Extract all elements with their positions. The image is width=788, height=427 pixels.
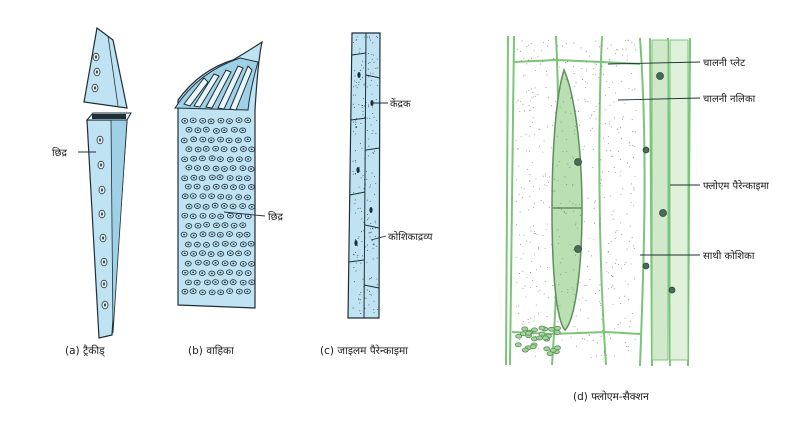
caption-vessel: (b) वाहिका [188, 345, 234, 357]
sieve-plate-label: चालनी प्लेट [703, 58, 746, 69]
caption-xylem-parenchyma: (c) जाइलम पैरेन्काइमा [320, 345, 409, 357]
caption-tracheid: (a) ट्रैकीड् [65, 345, 105, 357]
phloem-parenchyma-label: फ्लोएम पैरेन्काइमा [703, 181, 770, 192]
companion-cell-label: साथी कोशिका [703, 251, 755, 262]
vessel-pit-label: छिद्र [268, 212, 283, 223]
phloem-section-drawing [505, 34, 692, 367]
caption-phloem-section: (d) फ्लोएम-सैक्शन [573, 391, 649, 403]
sieve-tube-label: चालनी नलिका [703, 94, 756, 105]
vessel-drawing [174, 40, 263, 309]
tracheid-pit-label: छिद्र [52, 148, 67, 159]
tracheid-drawing [83, 26, 132, 339]
leader-lines [78, 61, 701, 256]
nucleus-label: केंद्रक [390, 99, 411, 110]
cytoplasm-label: कोशिकाद्रव्य [388, 232, 433, 243]
xylem-parenchyma-drawing [347, 32, 381, 319]
